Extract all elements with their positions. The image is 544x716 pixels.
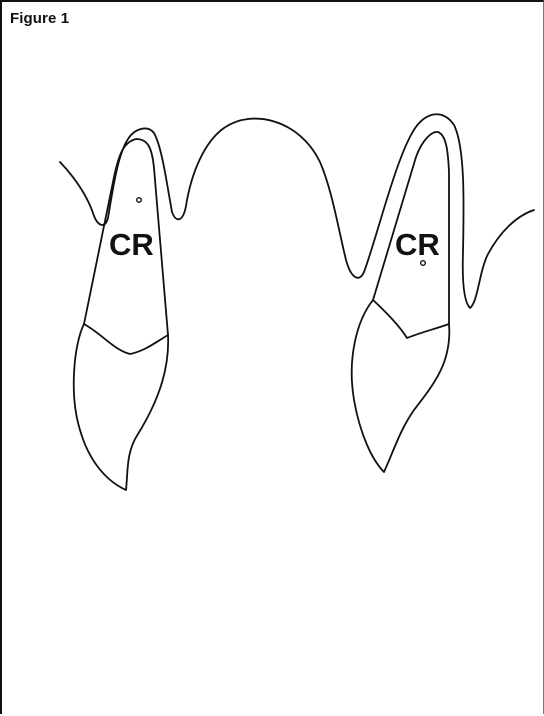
right-tooth-cej xyxy=(373,300,449,338)
left-tooth-cr-label: CR xyxy=(109,227,154,262)
left-tooth-cej xyxy=(84,324,168,354)
right-tooth-cr-label: CR xyxy=(395,227,440,262)
left-tooth-crown xyxy=(74,324,168,490)
right-tooth-crown xyxy=(352,300,450,472)
gingiva-contour xyxy=(60,114,534,308)
left-tooth-cr-point xyxy=(137,198,142,203)
